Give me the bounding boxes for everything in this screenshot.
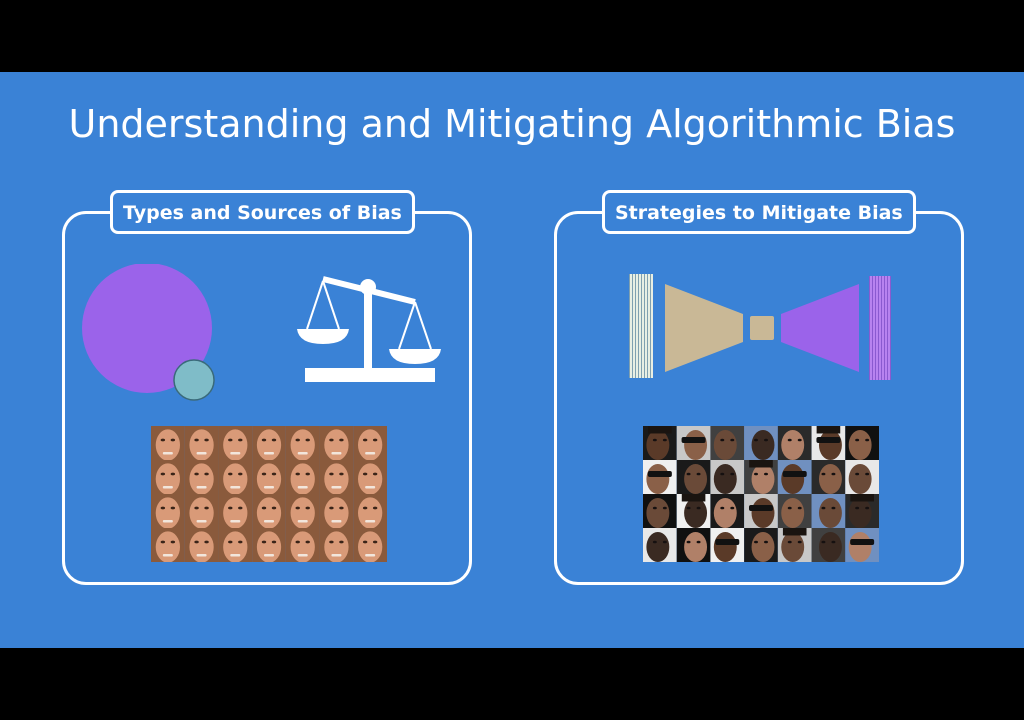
face-tile [845, 460, 879, 494]
face-tile [643, 460, 677, 494]
face-tile [845, 528, 879, 562]
face-tile [319, 528, 354, 562]
face-tile [151, 426, 185, 461]
uniform-faces-image [151, 426, 387, 562]
face-tile [218, 426, 253, 461]
face-tile [811, 426, 846, 460]
face-tile [710, 528, 745, 562]
face-tile [353, 528, 387, 562]
face-tile [845, 426, 879, 460]
face-tile [218, 528, 253, 562]
face-tile [252, 494, 286, 529]
face-tile [151, 494, 185, 529]
face-tile [643, 426, 677, 460]
autoencoder-network-icon [629, 274, 899, 380]
face-tile [252, 460, 286, 495]
face-tile [676, 494, 711, 528]
panel-types-and-sources: Types and Sources of Bias [62, 190, 472, 585]
face-tile [710, 460, 745, 494]
circles-icon [81, 263, 221, 404]
face-tile [811, 460, 846, 494]
diverse-faces-image [643, 426, 879, 562]
face-tile [744, 460, 778, 494]
balance-scale-icon [295, 274, 445, 386]
face-tile [353, 494, 387, 529]
face-tile [184, 528, 219, 562]
face-tile [744, 494, 778, 528]
face-tile [710, 494, 745, 528]
face-tile [319, 460, 354, 495]
face-tile [777, 494, 812, 528]
panel-label-strategies: Strategies to Mitigate Bias [602, 190, 916, 234]
face-tile [676, 528, 711, 562]
face-tile [285, 528, 320, 562]
face-tile [710, 426, 745, 460]
face-tile [252, 528, 286, 562]
face-tile [184, 460, 219, 495]
face-tile [811, 494, 846, 528]
face-tile [218, 460, 253, 495]
face-tile [643, 528, 677, 562]
face-tile [252, 426, 286, 461]
face-tile [151, 528, 185, 562]
face-tile [777, 460, 812, 494]
face-tile [151, 460, 185, 495]
panel-label-types-and-sources: Types and Sources of Bias [110, 190, 415, 234]
face-tile [811, 528, 846, 562]
face-tile [184, 426, 219, 461]
face-tile [285, 460, 320, 495]
face-tile [777, 426, 812, 460]
face-tile [353, 426, 387, 461]
face-tile [676, 460, 711, 494]
face-tile [643, 494, 677, 528]
face-tile [319, 426, 354, 461]
face-tile [184, 494, 219, 529]
face-tile [319, 494, 354, 529]
face-tile [218, 494, 253, 529]
face-tile [845, 494, 879, 528]
panel-strategies-to-mitigate: Strategies to Mitigate Bias [554, 190, 964, 585]
face-tile [285, 426, 320, 461]
slide-title: Understanding and Mitigating Algorithmic… [68, 102, 956, 146]
face-tile [676, 426, 711, 460]
face-tile [744, 528, 778, 562]
face-tile [777, 528, 812, 562]
face-tile [744, 426, 778, 460]
face-tile [285, 494, 320, 529]
slide: Understanding and Mitigating Algorithmic… [0, 72, 1024, 648]
face-tile [353, 460, 387, 495]
